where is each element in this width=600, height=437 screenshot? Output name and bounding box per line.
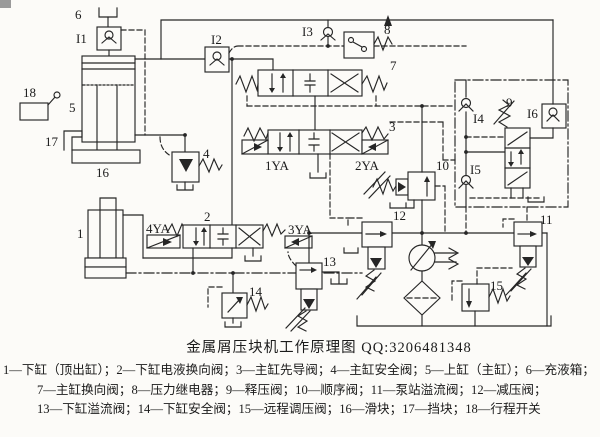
stop-block-17-icon bbox=[63, 130, 83, 151]
pilot-valve-3-icon bbox=[241, 125, 389, 219]
component-label-1: 1 bbox=[77, 226, 84, 241]
press-lines bbox=[120, 15, 554, 226]
main-safety-valve-4-icon bbox=[159, 136, 223, 191]
component-label-4: 4 bbox=[203, 146, 210, 161]
component-label-4YA: 4YA bbox=[146, 221, 170, 236]
legend-line-1: 1—下缸（顶出缸）；2—下缸电液换向阀；3—主缸先导阀；4—主缸安全阀；5—上缸… bbox=[3, 363, 595, 377]
component-label-9: 9 bbox=[506, 95, 513, 110]
component-label-I1: I1 bbox=[76, 31, 87, 46]
check-valve-I3-icon bbox=[320, 19, 336, 47]
component-label-I3: I3 bbox=[302, 24, 313, 39]
component-label-I5: I5 bbox=[470, 162, 481, 177]
component-label-I2: I2 bbox=[211, 32, 222, 47]
check-valve-I5-icon bbox=[460, 174, 472, 186]
component-label-12: 12 bbox=[393, 208, 406, 223]
release-valve-group bbox=[454, 19, 569, 234]
component-label-14: 14 bbox=[249, 284, 263, 299]
component-label-6: 6 bbox=[75, 7, 82, 22]
component-label-2: 2 bbox=[204, 209, 211, 224]
sequence-valve-10-icon bbox=[363, 105, 446, 246]
pump-relief-valve-11-icon bbox=[502, 218, 548, 327]
component-label-I6: I6 bbox=[527, 106, 538, 121]
component-label-2YA: 2YA bbox=[355, 158, 379, 173]
oil-tank-icon bbox=[356, 315, 552, 327]
component-label-11: 11 bbox=[540, 212, 553, 227]
junction-dot bbox=[231, 271, 235, 275]
junction-dot bbox=[464, 150, 468, 154]
component-label-18: 18 bbox=[23, 85, 36, 100]
component-label-5: 5 bbox=[69, 100, 76, 115]
junction-dot bbox=[420, 104, 424, 108]
slider-16-icon bbox=[71, 149, 141, 164]
legend-line-3: 13—下缸溢流阀；14—下缸安全阀；15—远程调压阀；16—滑块；17—挡块；1… bbox=[37, 402, 541, 416]
hydraulic-pump-icon bbox=[408, 241, 460, 272]
component-label-7: 7 bbox=[390, 58, 397, 73]
main-directional-valve-7-icon bbox=[235, 69, 388, 131]
component-label-3: 3 bbox=[389, 119, 396, 134]
legend-line-2: 7—主缸换向阀；8—压力继电器；9—释压阀；10—顺序阀；11—泵站溢流阀；12… bbox=[37, 382, 547, 397]
junction-dot bbox=[230, 57, 234, 61]
travel-switch-18-icon bbox=[19, 91, 61, 121]
ejection-cylinder-1-icon bbox=[84, 197, 144, 279]
junction-dot bbox=[183, 133, 187, 137]
suction-filter-icon bbox=[403, 270, 441, 327]
component-label-8: 8 bbox=[384, 22, 391, 37]
junction-dot bbox=[464, 231, 468, 235]
component-label-1YA: 1YA bbox=[265, 158, 289, 173]
lower-relief-valve-13-icon bbox=[285, 232, 348, 332]
check-valve-I1-icon bbox=[96, 26, 122, 57]
lower-safety-valve-14-icon bbox=[207, 272, 269, 328]
component-label-10: 10 bbox=[436, 158, 449, 173]
component-label-3YA: 3YA bbox=[288, 222, 312, 237]
junction-dots bbox=[183, 44, 468, 275]
junction-dot bbox=[464, 135, 468, 139]
component-label-15: 15 bbox=[490, 278, 503, 293]
junction-dot bbox=[326, 44, 330, 48]
junction-dot bbox=[420, 231, 424, 235]
legend: 1—下缸（顶出缸）；2—下缸电液换向阀；3—主缸先导阀；4—主缸安全阀；5—上缸… bbox=[0, 361, 600, 420]
junction-dot bbox=[307, 231, 311, 235]
main-cylinder-5-icon bbox=[81, 55, 136, 151]
component-label-I4: I4 bbox=[473, 111, 484, 126]
junction-dot bbox=[191, 271, 195, 275]
scan-artifact bbox=[0, 0, 11, 8]
component-label-16: 16 bbox=[96, 165, 110, 180]
component-label-13: 13 bbox=[323, 254, 336, 269]
reducing-valve-12-icon bbox=[343, 217, 393, 300]
pressure-relay-8-icon bbox=[343, 31, 393, 59]
remote-pressure-valve-15-icon bbox=[451, 267, 513, 327]
filling-tank-6-icon bbox=[98, 7, 118, 28]
hydraulic-schematic: 6I1 18 5 17 16 I2 4 1 I3 8 7 3 1YA 2YA 2 4YA 3YA 10 12 13 14… bbox=[0, 0, 569, 332]
diagram-labels: 6I1 18 5 17 16 I2 4 1 I3 8 7 3 1YA 2YA 2 4YA 3YA 10 12 13 14… bbox=[23, 7, 553, 299]
component-label-17: 17 bbox=[45, 134, 59, 149]
diagram-title: 金属屑压块机工作原理图 QQ:3206481348 bbox=[186, 340, 472, 356]
lower-cylinder-valve-2-icon bbox=[142, 222, 313, 274]
